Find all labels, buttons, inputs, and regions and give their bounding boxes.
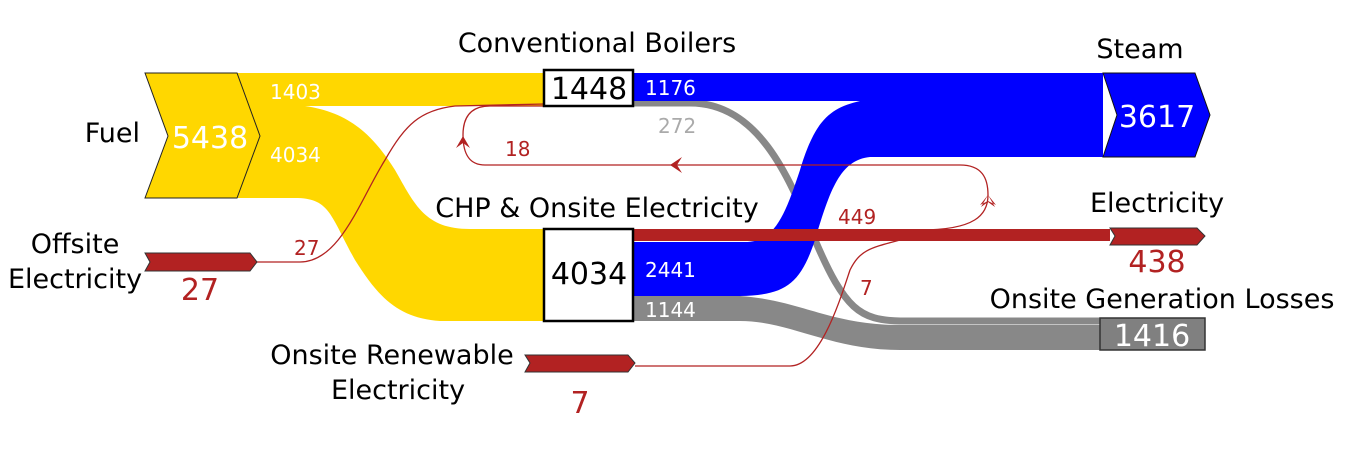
boilers-label: Conventional Boilers — [458, 28, 736, 59]
flow-label-chp-steam: 2441 — [645, 258, 696, 282]
offsite-electricity-node — [144, 252, 258, 272]
electricity-label: Electricity — [1090, 188, 1224, 219]
flow-fuel-boilers — [237, 73, 545, 106]
arrow-up-icon — [980, 195, 996, 207]
arrow-left-icon — [670, 157, 682, 173]
losses-node — [1099, 317, 1206, 351]
steam-node — [1102, 72, 1211, 158]
flow-electricity-boilers — [462, 105, 989, 231]
flow-renewable-electricity — [635, 239, 901, 367]
offsite-value: 27 — [181, 273, 219, 308]
fuel-node — [144, 72, 261, 199]
steam-value: 3617 — [1119, 100, 1195, 135]
losses-label: Onsite Generation Losses — [990, 284, 1335, 315]
flow-chp-steam — [633, 101, 1103, 296]
flow-label-fuel-chp: 4034 — [270, 143, 321, 167]
offsite-label-line2: Electricity — [8, 264, 142, 295]
fuel-value: 5438 — [172, 121, 248, 156]
steam-label: Steam — [1096, 34, 1183, 65]
flow-chp-electricity — [633, 229, 1110, 241]
boilers-node — [542, 68, 635, 108]
losses-value: 1416 — [1114, 319, 1190, 354]
flow-offsite-boilers — [257, 103, 546, 263]
arrow-up-icon — [456, 136, 470, 148]
boilers-value: 1448 — [551, 72, 627, 107]
electricity-value: 438 — [1128, 245, 1185, 280]
flow-label-chp-losses: 1144 — [645, 298, 696, 322]
renewable-label-line2: Electricity — [331, 375, 465, 406]
renewable-electricity-node — [524, 354, 636, 373]
renewable-value: 7 — [570, 386, 589, 421]
fuel-label: Fuel — [85, 118, 140, 149]
offsite-label-line1: Offsite — [31, 229, 120, 260]
flow-label-boilers-steam: 1176 — [645, 76, 696, 100]
flow-boilers-steam — [633, 73, 1103, 101]
chp-node — [542, 227, 635, 323]
chp-value: 4034 — [551, 257, 627, 292]
flow-label-chp-electricity: 449 — [838, 205, 876, 229]
flow-fuel-chp — [237, 106, 545, 321]
chp-label: CHP & Onsite Electricity — [435, 193, 759, 224]
flow-chp-losses — [633, 296, 1100, 350]
flow-label-fuel-boilers: 1403 — [270, 80, 321, 104]
flow-label-offsite-boilers: 27 — [294, 236, 319, 260]
flow-label-electricity-boilers: 18 — [505, 137, 530, 161]
flow-label-renewable-electricity: 7 — [860, 276, 873, 300]
electricity-node — [1109, 227, 1206, 246]
renewable-label-line1: Onsite Renewable — [270, 340, 513, 371]
flow-label-boilers-losses: 272 — [658, 114, 696, 138]
